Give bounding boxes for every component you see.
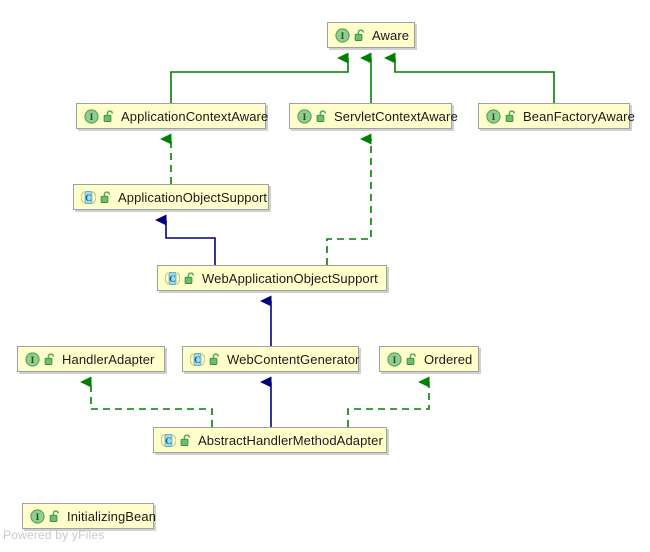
node-label: ApplicationObjectSupport — [118, 189, 268, 205]
class-node-appobjsupport[interactable]: C ApplicationObjectSupport — [73, 184, 269, 210]
unlock-icon — [505, 109, 517, 123]
interface-icon: I — [30, 508, 45, 524]
node-label: HandlerAdapter — [62, 351, 155, 367]
interface-icon: I — [84, 108, 99, 124]
class-node-initializingbean[interactable]: I InitializingBean — [22, 503, 157, 529]
unlock-icon — [354, 28, 366, 42]
class-icon: C — [81, 190, 96, 205]
node-label: Ordered — [424, 351, 473, 367]
svg-text:I: I — [341, 32, 345, 42]
svg-text:I: I — [90, 113, 94, 123]
node-label: InitializingBean — [67, 508, 157, 524]
class-icon: C — [190, 352, 205, 367]
unlock-icon — [209, 352, 221, 366]
class-node-servletctxaware[interactable]: I ServletContextAware — [289, 103, 458, 129]
class-node-aware[interactable]: I Aware — [327, 22, 415, 48]
class-node-webcontentgen[interactable]: C WebContentGenerator — [182, 346, 359, 372]
edge-appctxaware-to-aware — [170, 52, 349, 103]
unlock-icon — [103, 109, 115, 123]
interface-icon: I — [387, 351, 402, 367]
unlock-icon — [180, 433, 192, 447]
svg-text:I: I — [303, 113, 307, 123]
node-label: WebContentGenerator — [227, 351, 360, 367]
unlock-icon — [49, 509, 61, 523]
svg-text:I: I — [31, 356, 35, 366]
edge-abstracthma-to-handleradapter — [80, 376, 213, 427]
class-node-ordered[interactable]: I Ordered — [379, 346, 479, 372]
edge-abstracthma-to-ordered — [347, 376, 430, 427]
class-icon: C — [161, 433, 176, 448]
svg-text:C: C — [194, 355, 201, 365]
node-label: Aware — [372, 27, 410, 43]
edge-webappobjsupport-to-appobjsupport — [155, 214, 216, 265]
interface-icon: I — [335, 27, 350, 43]
class-node-handleradapter[interactable]: I HandlerAdapter — [17, 346, 165, 372]
svg-text:I: I — [393, 356, 397, 366]
class-node-appctxaware[interactable]: I ApplicationContextAware — [76, 103, 269, 129]
unlock-icon — [316, 109, 328, 123]
node-label: BeanFactoryAware — [523, 108, 635, 124]
svg-text:C: C — [165, 436, 172, 446]
node-label: ApplicationContextAware — [121, 108, 269, 124]
node-label: ServletContextAware — [334, 108, 458, 124]
unlock-icon — [406, 352, 418, 366]
interface-icon: I — [297, 108, 312, 124]
class-node-webappobjsupport[interactable]: C WebApplicationObjectSupport — [157, 265, 387, 291]
class-node-abstracthma[interactable]: C AbstractHandlerMethodAdapter — [153, 427, 387, 453]
svg-text:C: C — [85, 193, 92, 203]
svg-text:I: I — [36, 513, 40, 523]
class-icon: C — [165, 271, 180, 286]
class-node-beanfactoryaware[interactable]: I BeanFactoryAware — [478, 103, 635, 129]
svg-text:I: I — [492, 113, 496, 123]
interface-icon: I — [486, 108, 501, 124]
edge-webappobjsupport-to-servletctxaware — [326, 133, 372, 265]
node-label: AbstractHandlerMethodAdapter — [198, 432, 383, 448]
unlock-icon — [100, 190, 112, 204]
unlock-icon — [184, 271, 196, 285]
svg-text:C: C — [169, 274, 176, 284]
node-label: WebApplicationObjectSupport — [202, 270, 378, 286]
unlock-icon — [44, 352, 56, 366]
edge-beanfactoryaware-to-aware — [384, 52, 555, 103]
yfiles-watermark: Powered by yFiles — [3, 528, 105, 542]
interface-icon: I — [25, 351, 40, 367]
